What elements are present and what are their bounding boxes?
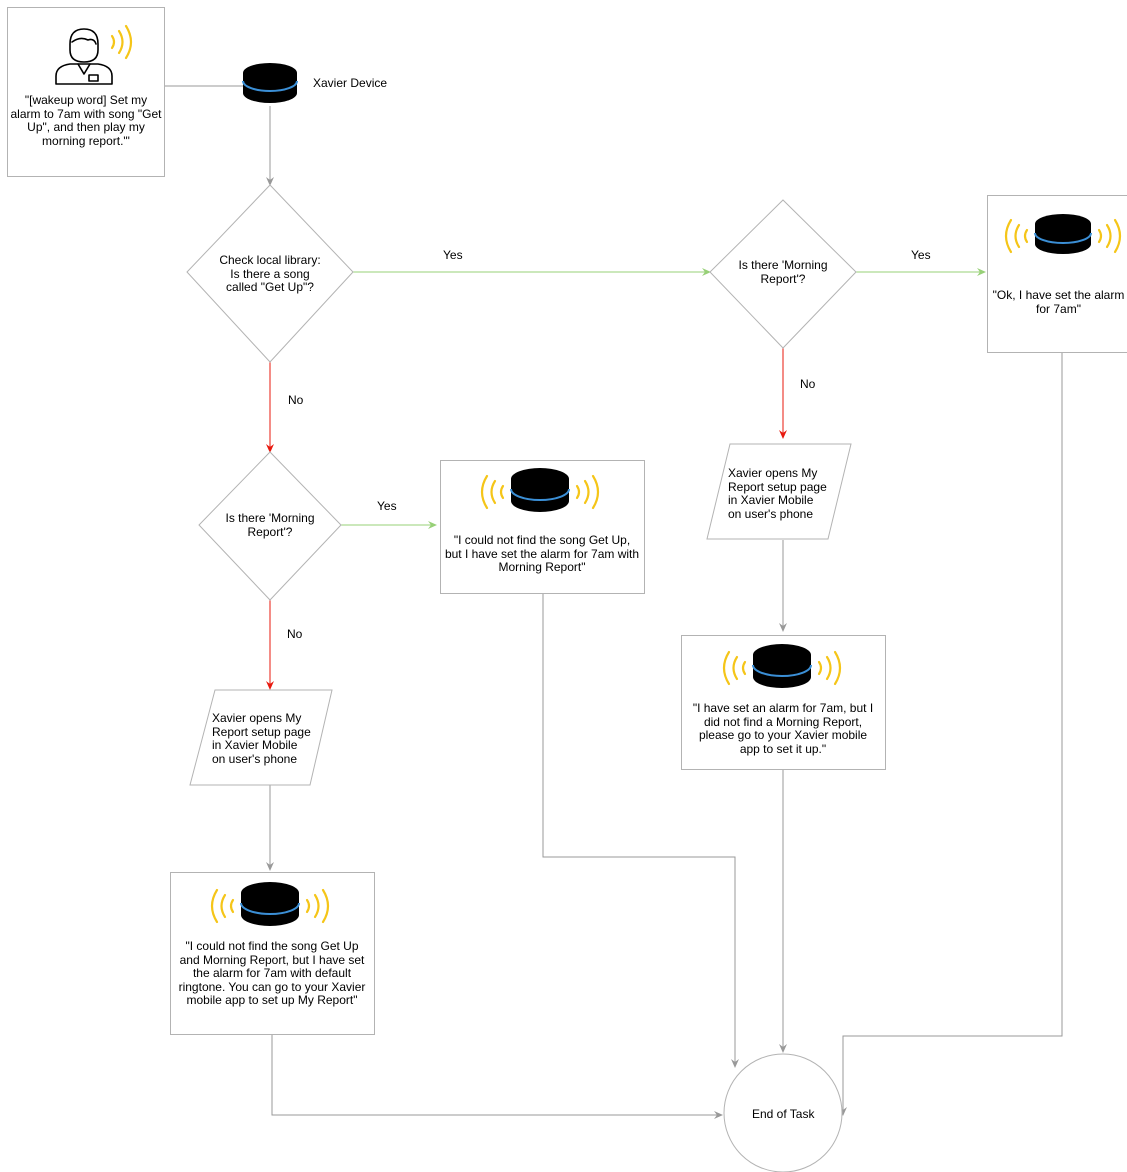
decision-check-library xyxy=(186,184,354,363)
edge-label-yes-report-left: Yes xyxy=(377,499,397,513)
decision-morning-report-left-text: Is there 'Morning Report'? xyxy=(225,511,315,539)
speaker-no-song-icon xyxy=(480,468,600,512)
edge-label-yes-report-right: Yes xyxy=(911,248,931,262)
process-opens-left-text: Xavier opens My Report setup page in Xav… xyxy=(212,711,311,766)
speaker-no-both-icon xyxy=(210,882,330,926)
process-opens-right xyxy=(706,443,852,540)
user-sound-waves-icon xyxy=(110,24,133,60)
decision-morning-report-right-text: Is there 'Morning Report'? xyxy=(738,258,828,286)
edge-label-no-report-right: No xyxy=(800,377,816,391)
edge-label-no-report-left: No xyxy=(287,627,303,641)
end-of-task-circle xyxy=(723,1053,843,1172)
user-icon xyxy=(55,28,113,85)
edge-ok-to-end xyxy=(839,352,1063,1116)
edge-no-song-to-end xyxy=(542,593,739,1068)
edge-label-no-check: No xyxy=(288,393,304,407)
edge-label-yes-check: Yes xyxy=(443,248,463,262)
device-label: Xavier Device xyxy=(313,76,388,90)
speaker-ok-icon xyxy=(1004,214,1122,254)
user-request-text: "[wakeup word] Set my alarm to 7am with … xyxy=(10,93,162,148)
decision-morning-report-left xyxy=(198,451,342,601)
decision-check-library-text: Check local library: Is there a song cal… xyxy=(219,253,321,294)
response-no-both-text: "I could not find the song Get Up and Mo… xyxy=(178,939,366,1007)
response-no-report-text: "I have set an alarm for 7am, but I did … xyxy=(692,701,874,756)
decision-morning-report-right xyxy=(709,199,857,349)
smart-speaker-icon xyxy=(242,63,298,103)
response-no-song-text: "I could not find the song Get Up, but I… xyxy=(444,533,640,574)
speaker-no-report-icon xyxy=(722,644,842,688)
response-ok-text: "Ok, I have set the alarm for 7am" xyxy=(992,288,1125,316)
process-opens-right-text: Xavier opens My Report setup page in Xav… xyxy=(728,466,827,521)
user-request-box xyxy=(7,7,165,177)
edge-no-both-to-end xyxy=(271,1035,723,1119)
end-of-task-label: End of Task xyxy=(752,1107,815,1121)
process-opens-left xyxy=(189,689,333,786)
